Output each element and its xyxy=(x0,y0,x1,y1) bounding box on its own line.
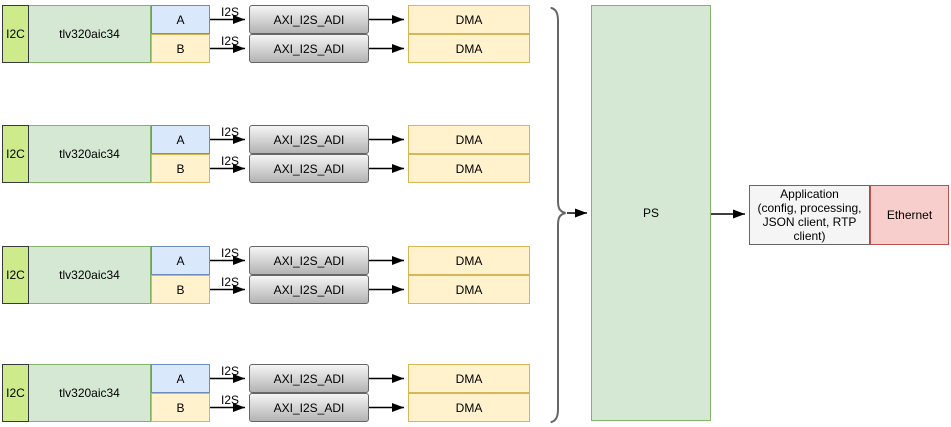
i2s-label-a: I2S xyxy=(220,364,239,378)
dma-block-b: DMA xyxy=(408,34,530,63)
axi-i2s-adi-block-a: AXI_I2S_ADI xyxy=(249,5,369,34)
axi-i2s-adi-block-b: AXI_I2S_ADI xyxy=(249,393,369,422)
port-a-block: A xyxy=(151,5,210,34)
dma-block-b: DMA xyxy=(408,393,530,422)
axi-i2s-adi-block-b: AXI_I2S_ADI xyxy=(249,34,369,63)
i2c-block: I2C xyxy=(2,246,29,304)
port-a-block: A xyxy=(151,364,210,393)
codec-block: tlv320aic34 xyxy=(28,364,151,422)
ethernet-block: Ethernet xyxy=(870,185,949,245)
codec-row: I2C tlv320aic34 A B I2S I2S AXI_I2S_ADI … xyxy=(0,125,560,183)
codec-row: I2C tlv320aic34 A B I2S I2S AXI_I2S_ADI … xyxy=(0,246,560,304)
i2s-label-a: I2S xyxy=(220,246,239,260)
codec-row: I2C tlv320aic34 A B I2S I2S AXI_I2S_ADI … xyxy=(0,364,560,422)
ps-block: PS xyxy=(591,5,711,421)
codec-block: tlv320aic34 xyxy=(28,246,151,304)
i2c-block: I2C xyxy=(2,5,29,63)
i2c-block: I2C xyxy=(2,364,29,422)
codec-block: tlv320aic34 xyxy=(28,5,151,63)
axi-i2s-adi-block-b: AXI_I2S_ADI xyxy=(249,154,369,183)
port-b-block: B xyxy=(151,34,210,63)
axi-i2s-adi-block-a: AXI_I2S_ADI xyxy=(249,125,369,154)
port-a-block: A xyxy=(151,125,210,154)
i2s-label-a: I2S xyxy=(220,5,239,19)
application-block: Application (config, processing, JSON cl… xyxy=(749,185,870,245)
dma-block-b: DMA xyxy=(408,275,530,304)
dma-block-a: DMA xyxy=(408,125,530,154)
port-b-block: B xyxy=(151,393,210,422)
i2s-label-b: I2S xyxy=(220,275,239,289)
axi-i2s-adi-block-b: AXI_I2S_ADI xyxy=(249,275,369,304)
codec-row: I2C tlv320aic34 A B I2S I2S AXI_I2S_ADI … xyxy=(0,5,560,63)
dma-block-a: DMA xyxy=(408,246,530,275)
axi-i2s-adi-block-a: AXI_I2S_ADI xyxy=(249,246,369,275)
axi-i2s-adi-block-a: AXI_I2S_ADI xyxy=(249,364,369,393)
port-a-block: A xyxy=(151,246,210,275)
i2s-label-b: I2S xyxy=(220,154,239,168)
port-b-block: B xyxy=(151,154,210,183)
i2s-label-a: I2S xyxy=(220,125,239,139)
i2c-block: I2C xyxy=(2,125,29,183)
dma-block-a: DMA xyxy=(408,5,530,34)
port-b-block: B xyxy=(151,275,210,304)
dma-block-a: DMA xyxy=(408,364,530,393)
group-brace xyxy=(550,7,566,423)
codec-block: tlv320aic34 xyxy=(28,125,151,183)
dma-block-b: DMA xyxy=(408,154,530,183)
i2s-label-b: I2S xyxy=(220,393,239,407)
i2s-label-b: I2S xyxy=(220,34,239,48)
